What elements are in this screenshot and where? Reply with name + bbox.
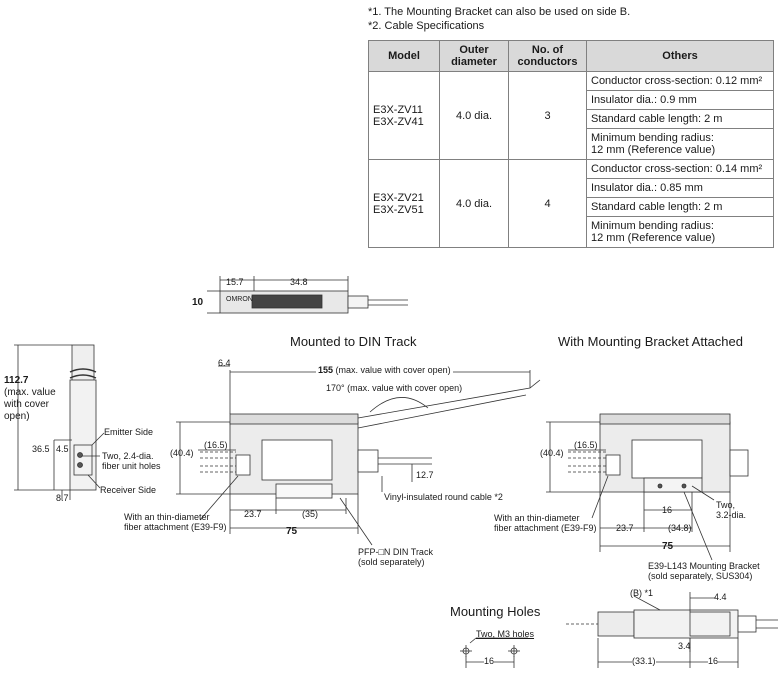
other-line: Minimum bending radius:	[591, 220, 714, 232]
dim-16-5-din: (16.5)	[204, 440, 228, 450]
label-receiver-side: Receiver Side	[100, 485, 157, 495]
model-name: E3X-ZV41	[373, 115, 424, 128]
max-value-line3: open)	[4, 411, 30, 422]
cell-other: Standard cable length: 2 m	[586, 197, 774, 217]
cell-conductors: 4	[508, 159, 587, 248]
dim-36-5: 36.5	[32, 444, 50, 454]
label-angle: 170° (max. value with cover open)	[326, 383, 463, 393]
other-line: Minimum bending radius:	[591, 132, 714, 144]
label-cable: Vinyl-insulated round cable *2	[384, 492, 503, 502]
cell-diameter: 4.0 dia.	[439, 71, 509, 160]
dim-75-din: 75	[286, 526, 298, 537]
label-side-b: (B) *1	[630, 588, 654, 598]
max-value-line2: with cover	[4, 399, 50, 410]
cell-other: Conductor cross-section: 0.12 mm²	[586, 71, 774, 91]
label-bracket-holes-line1: Two,	[716, 500, 736, 510]
din-view-drawing	[176, 365, 541, 546]
bracket-view-title: With Mounting Bracket Attached	[558, 334, 743, 349]
cell-other: Insulator dia.: 0.9 mm	[586, 90, 774, 110]
label-bracket-thin-line2: fiber attachment (E39-F9)	[494, 523, 597, 533]
model-name: E3X-ZV21	[373, 191, 424, 204]
label-thin-line2: fiber attachment (E39-F9)	[124, 522, 227, 532]
dim-8-7: 8.7	[56, 493, 69, 503]
dim-16-bottom: 16	[708, 656, 719, 666]
dim-23-7-bracket: 23.7	[616, 523, 634, 533]
header-outer-line1: Outer	[459, 44, 489, 56]
dim-15-7: 15.7	[226, 277, 244, 287]
label-din-track-line2: (sold separately)	[358, 557, 425, 567]
mounting-holes-title: Mounting Holes	[450, 604, 541, 619]
label-thin-line1: With an thin-diameter	[124, 512, 210, 522]
dim-155-note: (max. value with cover open)	[335, 365, 451, 375]
label-emitter-side: Emitter Side	[104, 427, 154, 437]
cell-other: Minimum bending radius:12 mm (Reference …	[586, 216, 774, 248]
brand-logo: OMRON	[226, 296, 253, 303]
side-view-drawing	[14, 344, 105, 500]
cell-other: Minimum bending radius:12 mm (Reference …	[586, 128, 774, 160]
din-view-title: Mounted to DIN Track	[290, 334, 417, 349]
dim-75-bracket: 75	[662, 541, 674, 552]
dim-40-4-din: (40.4)	[170, 448, 194, 458]
other-line: 12 mm (Reference value)	[591, 232, 716, 244]
dim-40-4-bracket: (40.4)	[540, 448, 564, 458]
dim-35: (35)	[302, 509, 319, 519]
note-cable-spec: *2. Cable Specifications	[368, 20, 485, 32]
dim-155: 155 (max. value with cover open)	[316, 365, 453, 375]
label-holes-line1: Two, 2.4-dia.	[102, 451, 154, 461]
dim-16-bracket: 16	[662, 505, 673, 515]
dim-6-4: 6.4	[218, 358, 231, 368]
label-holes-line2: fiber unit holes	[102, 461, 161, 471]
label-bracket-thin-line1: With an thin-diameter	[494, 513, 580, 523]
label-din-track-line1: PFP-□N DIN Track	[358, 547, 433, 557]
label-m3-holes: Two, M3 holes	[476, 629, 535, 639]
dim-3-4: 3.4	[678, 641, 691, 651]
label-bracket-model-line1: E39-L143 Mounting Bracket	[648, 561, 760, 571]
header-others: Others	[586, 40, 774, 72]
model-name: E3X-ZV11	[373, 103, 423, 116]
dim-34-8-bracket: (34.8)	[668, 523, 692, 533]
dim-23-7-din: 23.7	[244, 509, 262, 519]
table-row: Insulator dia.: 0.9 mm	[369, 90, 774, 110]
label-bracket-model-line2: (sold separately, SUS304)	[648, 571, 753, 581]
label-bracket-holes-line2: 3.2-dia.	[716, 510, 747, 520]
dim-4-5: 4.5	[56, 444, 69, 454]
note-mounting-bracket: *1. The Mounting Bracket can also be use…	[368, 6, 631, 18]
max-value-line1: (max. value	[4, 387, 56, 398]
dim-12-7: 12.7	[416, 470, 434, 480]
bracket-view-drawing	[546, 413, 749, 561]
cell-conductors: 3	[508, 71, 587, 160]
header-model: Model	[368, 40, 440, 72]
top-view-drawing	[207, 276, 408, 314]
model-name: E3X-ZV51	[373, 203, 424, 216]
dim-10: 10	[192, 297, 204, 308]
dim-4-4: 4.4	[714, 592, 727, 602]
table-row: Minimum bending radius:12 mm (Reference …	[369, 216, 774, 248]
table-row: Standard cable length: 2 m	[369, 197, 774, 217]
other-line: 12 mm (Reference value)	[591, 144, 716, 156]
header-outer-line2: diameter	[451, 56, 497, 68]
dim-33-1: (33.1)	[632, 656, 656, 666]
table-row: Minimum bending radius:12 mm (Reference …	[369, 128, 774, 160]
dim-155-value: 155	[318, 365, 334, 375]
dim-16-holes: 16	[484, 656, 495, 666]
header-cond-line1: No. of	[531, 44, 564, 56]
dim-16-5-bracket: (16.5)	[574, 440, 598, 450]
dim-34-8-top: 34.8	[290, 277, 308, 287]
dim-112-7: 112.7	[4, 375, 29, 386]
cell-diameter: 4.0 dia.	[439, 159, 509, 248]
cell-other: Conductor cross-section: 0.14 mm²	[586, 159, 774, 179]
bottom-view-drawing	[566, 592, 778, 668]
header-cond-line2: conductors	[517, 56, 578, 68]
